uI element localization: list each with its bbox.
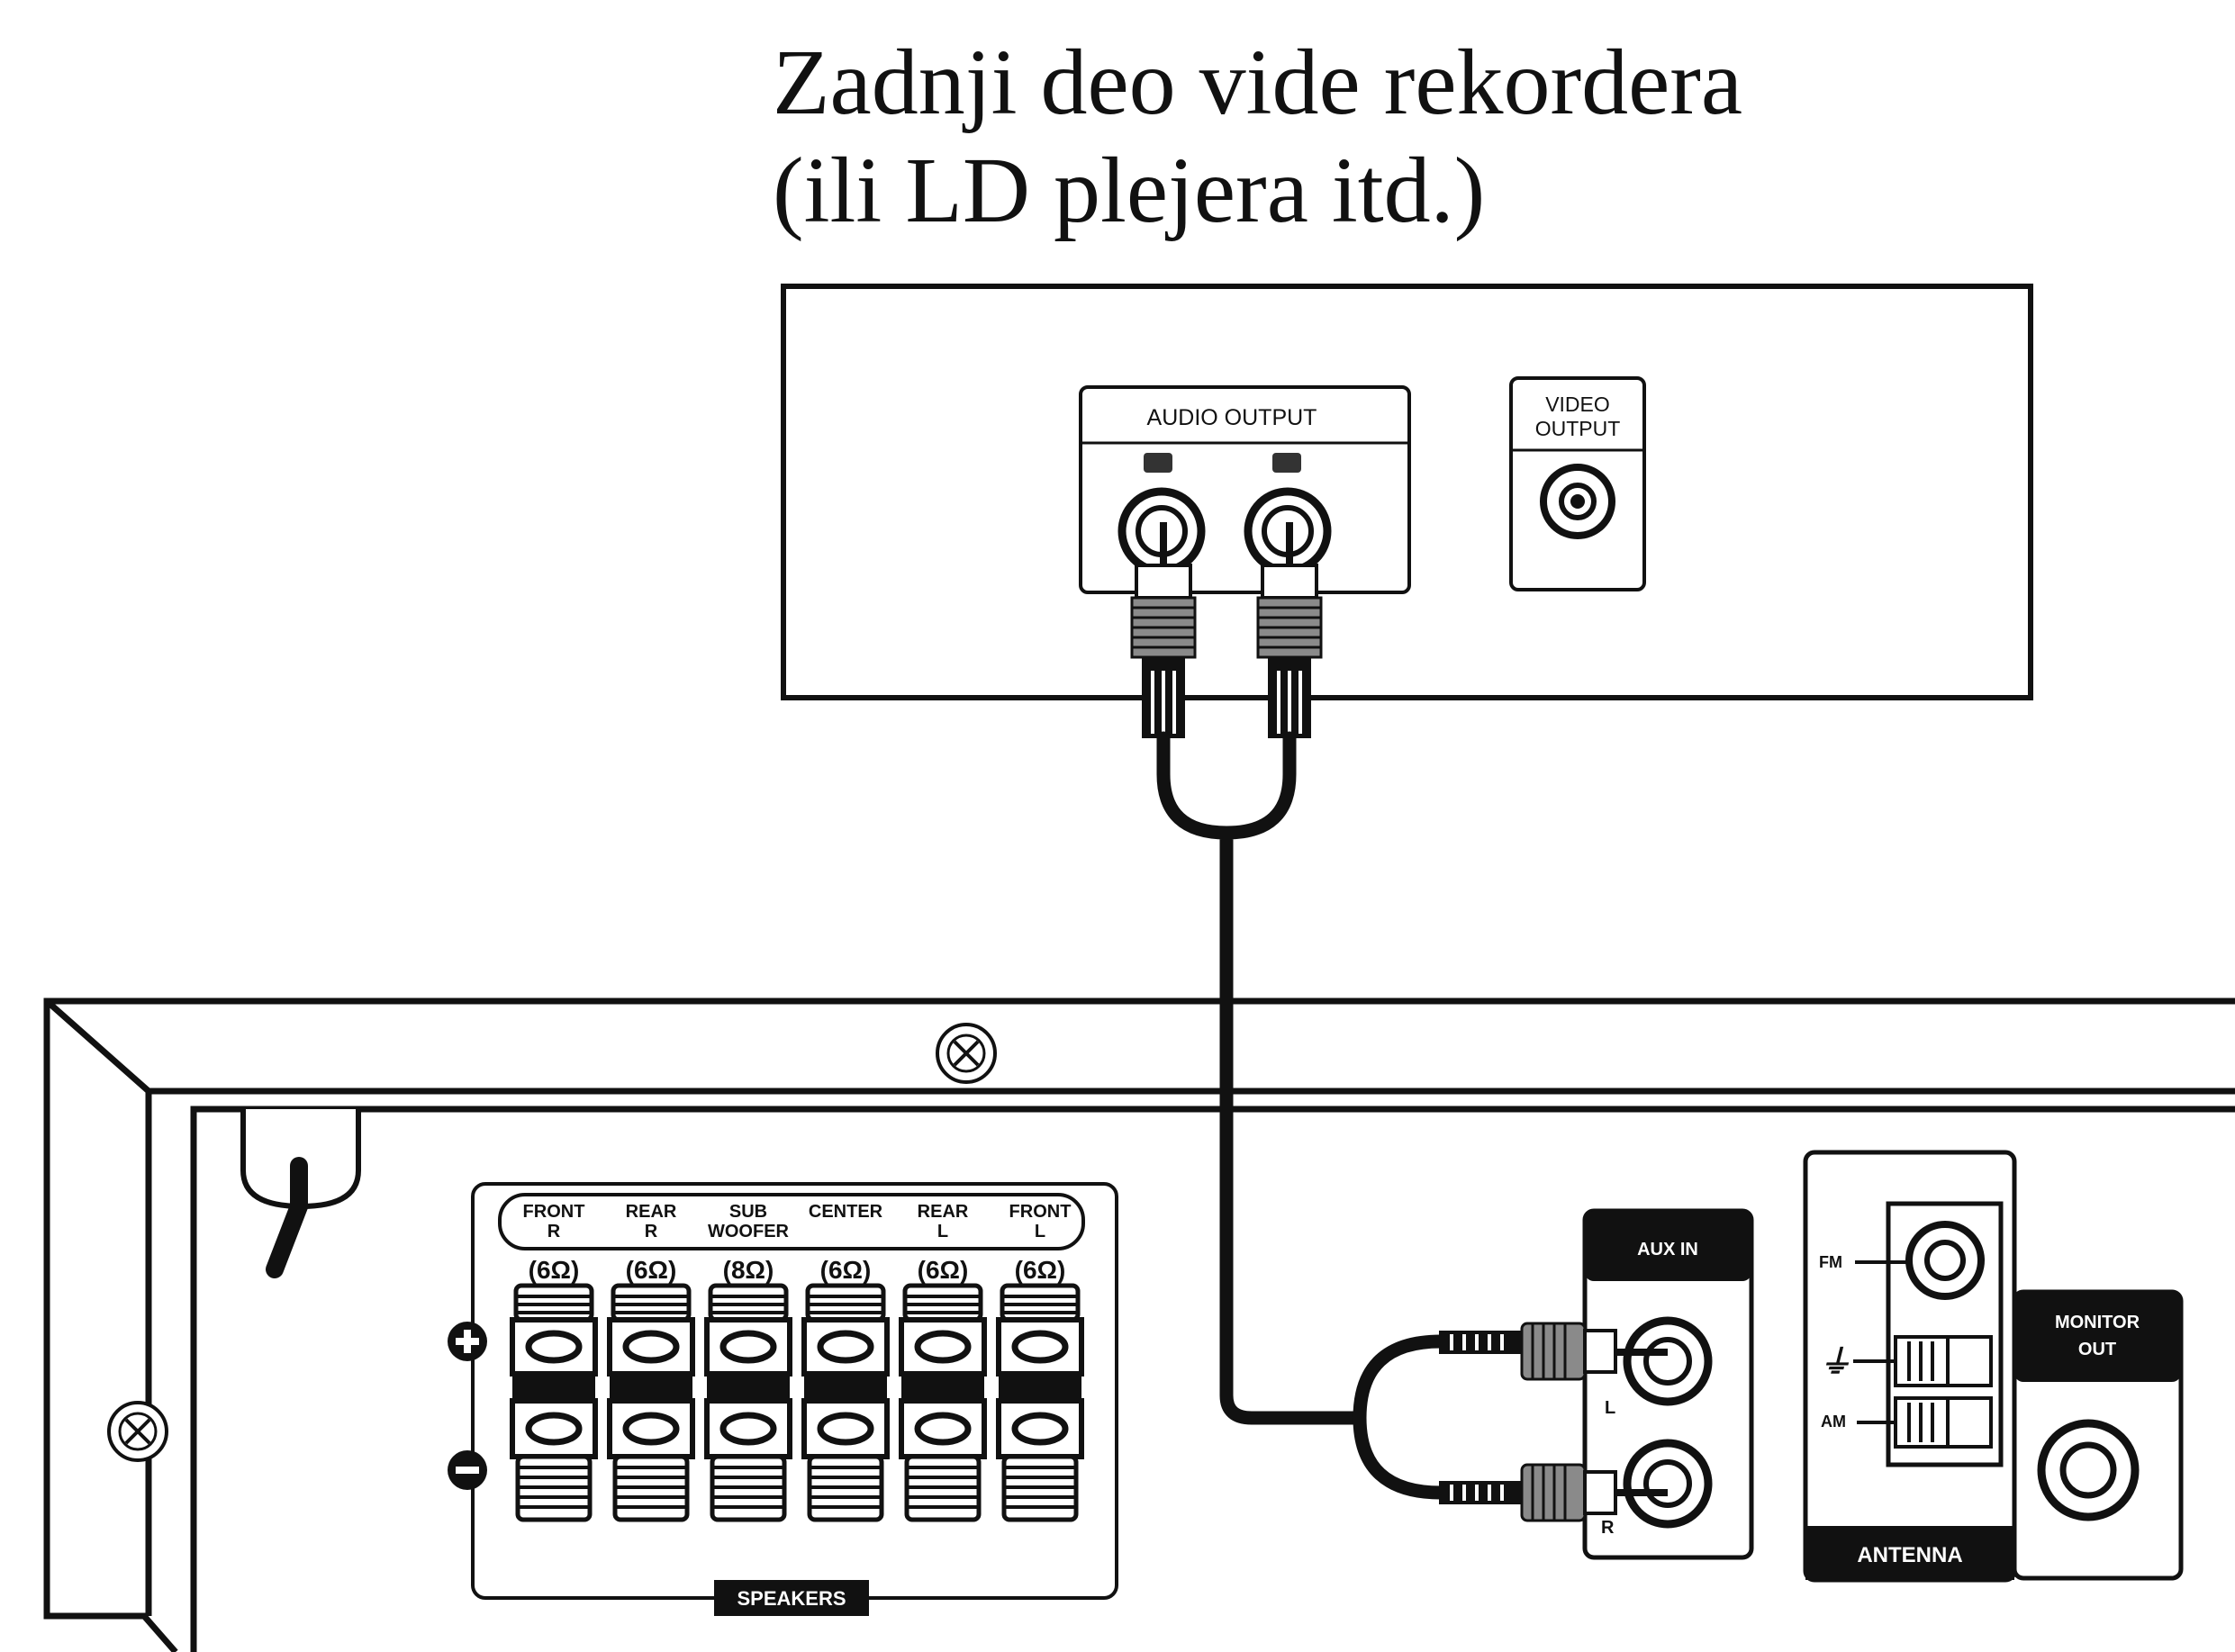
video-output-label-1: VIDEO bbox=[1545, 393, 1610, 416]
speaker-label-top: CENTER bbox=[809, 1202, 883, 1222]
speaker-label-top: REAR bbox=[918, 1202, 969, 1222]
fm-label: FM bbox=[1819, 1253, 1842, 1271]
am-label: AM bbox=[1821, 1413, 1846, 1431]
audio-cable-split bbox=[1353, 1334, 1448, 1500]
aux-r-label: R bbox=[1601, 1518, 1615, 1538]
aux-l-label: L bbox=[1605, 1398, 1615, 1418]
speaker-impedance: (6Ω) bbox=[1015, 1256, 1066, 1284]
vcr-plug-right bbox=[1256, 522, 1323, 738]
minus-symbol bbox=[448, 1450, 487, 1490]
antenna-section: ANTENNA FM ⏚ AM bbox=[1803, 1150, 2017, 1583]
speaker-label-bottom: WOOFER bbox=[708, 1222, 790, 1241]
am-terminals bbox=[1894, 1335, 1993, 1449]
power-cord bbox=[240, 1109, 361, 1278]
indicator-left bbox=[1144, 453, 1172, 473]
monitor-out-jack bbox=[2037, 1419, 2140, 1521]
speaker-label-bottom: R bbox=[547, 1222, 561, 1241]
title-line-2: (ili LD plejera itd.) bbox=[773, 139, 1485, 242]
screw-top bbox=[936, 1023, 997, 1084]
speaker-label-top: FRONT bbox=[1009, 1202, 1072, 1222]
terminal-post bbox=[607, 1283, 695, 1522]
indicator-right bbox=[1272, 453, 1301, 473]
terminal-post bbox=[801, 1283, 890, 1522]
aux-in-section: AUX IN L R bbox=[1582, 1208, 1754, 1560]
ground-icon: ⏚ bbox=[1819, 1343, 1851, 1380]
aux-in-label: AUX IN bbox=[1637, 1240, 1698, 1259]
terminal-post bbox=[704, 1283, 792, 1522]
speaker-label-bottom: L bbox=[937, 1222, 948, 1241]
monitor-out-label-2: OUT bbox=[2078, 1340, 2116, 1359]
aux-jack-right bbox=[1623, 1439, 1713, 1529]
audio-output-label: AUDIO OUTPUT bbox=[1147, 405, 1317, 430]
aux-jack-left bbox=[1623, 1316, 1713, 1406]
video-output-section: VIDEO OUTPUT bbox=[1509, 376, 1646, 591]
speakers-label: SPEAKERS bbox=[737, 1587, 846, 1610]
video-jack bbox=[1540, 464, 1615, 539]
fm-jack bbox=[1905, 1221, 1985, 1300]
receiver-chassis bbox=[43, 998, 2235, 1652]
monitor-out-section: MONITOR OUT bbox=[2012, 1289, 2184, 1581]
speaker-label-bottom: L bbox=[1035, 1222, 1045, 1241]
speaker-terminal-panel: FRONTR(6Ω)REARR(6Ω)SUBWOOFER(8Ω)CENTER(6… bbox=[448, 1182, 1118, 1616]
aux-plug-right bbox=[1439, 1463, 1668, 1522]
vcr-rear-panel: AUDIO OUTPUT VIDEO OUTPUT bbox=[781, 284, 2033, 700]
speaker-impedance: (8Ω) bbox=[723, 1256, 774, 1284]
speaker-label-top: SUB bbox=[729, 1202, 767, 1222]
speaker-label-top: FRONT bbox=[523, 1202, 585, 1222]
video-output-label-2: OUTPUT bbox=[1535, 417, 1621, 440]
speaker-impedance: (6Ω) bbox=[820, 1256, 872, 1284]
aux-plug-left bbox=[1439, 1322, 1668, 1381]
speaker-label-bottom: R bbox=[645, 1222, 658, 1241]
speaker-impedance: (6Ω) bbox=[626, 1256, 677, 1284]
speaker-label-top: REAR bbox=[626, 1202, 677, 1222]
plus-symbol bbox=[448, 1322, 487, 1361]
title-line-1: Zadnji deo vide rekordera bbox=[773, 31, 1742, 134]
terminal-post bbox=[996, 1283, 1084, 1522]
terminal-post bbox=[899, 1283, 987, 1522]
antenna-label: ANTENNA bbox=[1857, 1543, 1962, 1567]
vcr-plug-left bbox=[1130, 522, 1197, 738]
screw-side bbox=[107, 1401, 168, 1462]
svg-text:⏚: ⏚ bbox=[1819, 1343, 1851, 1380]
speaker-terminal-4: CENTER (6Ω) bbox=[801, 1202, 890, 1522]
monitor-out-label-1: MONITOR bbox=[2055, 1313, 2140, 1332]
audio-cable bbox=[1156, 731, 1367, 1425]
audio-output-section: AUDIO OUTPUT bbox=[1079, 385, 1411, 594]
speaker-impedance: (6Ω) bbox=[529, 1256, 580, 1284]
terminal-post bbox=[510, 1283, 598, 1522]
speaker-impedance: (6Ω) bbox=[918, 1256, 969, 1284]
